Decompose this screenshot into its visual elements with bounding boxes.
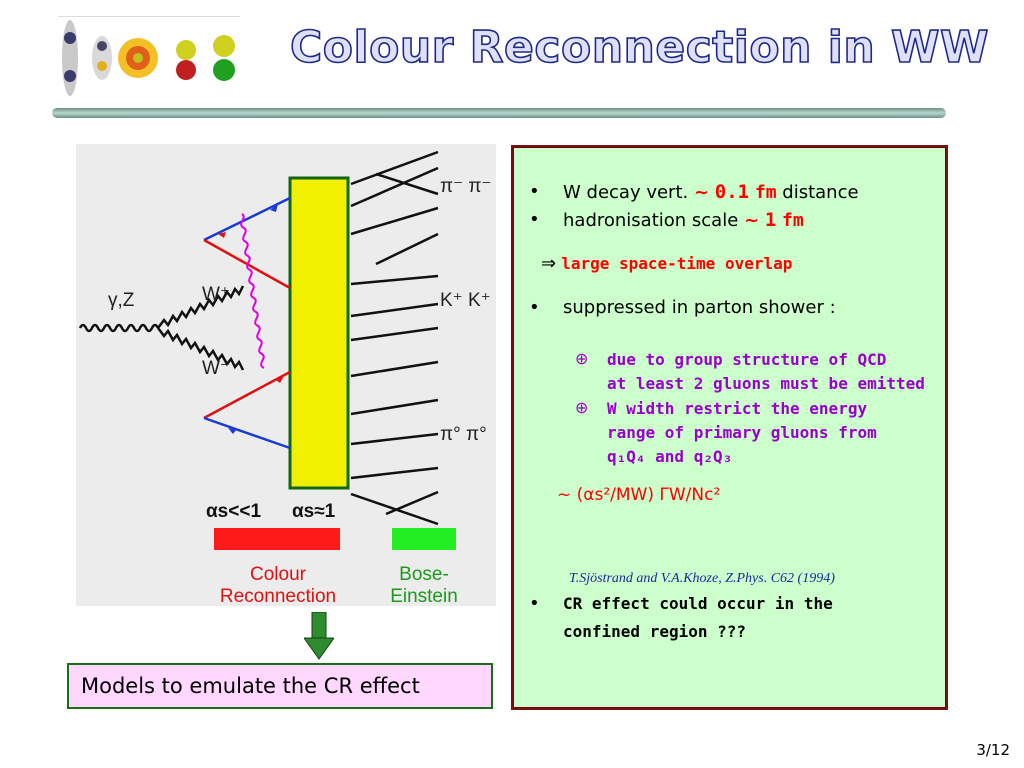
summary-panel: • W decay vert. ~ 0.1 fm distance • hadr… [511,145,948,710]
label-gamma-z: γ,Z [108,290,135,311]
legend-cr-swatch [214,528,340,550]
bullet-3: • [529,297,540,318]
bullet-1-text: W decay vert. ~ 0.1 fm distance [563,181,859,203]
label-pions-top: π⁻ π⁻ [440,176,492,197]
scaling-formula: ~ (αs²/MW) ΓW/Nc² [557,485,721,505]
sub-1-line-2: at least 2 gluons must be emitted [607,374,925,393]
label-alpha-one: αs≈1 [292,501,336,522]
overlap-line: ⇒ large space-time overlap [541,253,793,274]
bullet-2-text: hadronisation scale ~ 1 fm [563,209,804,231]
legend-be-swatch [392,528,456,550]
gluon-line [240,213,265,369]
bullet-4: • [529,593,540,614]
label-pions-bottom: π° π° [440,424,487,445]
sub-2-line-2: range of primary gluons from [607,423,877,442]
page-number: 3/12 [976,741,1010,759]
down-arrow-icon [303,611,335,660]
reference-citation: T.Sjöstrand and V.A.Khoze, Z.Phys. C62 (… [569,571,835,586]
bullet-4-line-2: confined region ??? [563,622,747,641]
legend-be-label-2: Einstein [390,586,458,606]
legend-cr-label-2: Reconnection [220,586,336,606]
bullet-1: • [529,181,540,202]
gamma-z-propagator [78,323,160,333]
models-text: Models to emulate the CR effect [81,674,420,698]
w-minus-propagator [157,327,245,371]
label-alpha-small: αs<<1 [206,501,261,522]
hadronisation-block [288,176,350,490]
page-title: Colour Reconnection in WW [289,21,990,74]
sub-bullet-2: ⊕ [575,398,589,417]
quark-line-blue-top [203,196,291,242]
bullet-4-line-1: CR effect could occur in the [563,594,833,613]
bullet-2: • [529,209,540,230]
sub-2-line-3: q₁Q₄ and q₂Q₃ [607,447,733,466]
legend-cr-label-1: Colour [250,564,307,585]
bullet-3-text: suppressed in parton shower : [563,297,836,318]
w-plus-propagator [157,285,245,329]
ww-cr-diagram: γ,Z W⁺ W⁻ π⁻ π⁻ K⁺ K⁺ π° π° αs<<1 αs≈1 C… [76,144,496,607]
sub-bullet-1: ⊕ [575,349,589,368]
label-w-plus: W⁺ [202,284,230,305]
quark-line-blue-bottom [203,416,291,450]
logo-jet-display-icon [62,20,78,96]
logo-event-display-icon [92,36,112,80]
sub-2-line-1: W width restrict the energy [607,399,868,418]
label-kaons: K⁺ K⁺ [440,290,491,311]
sub-1-line-1: due to group structure of QCD [607,350,887,369]
models-box: Models to emulate the CR effect [67,663,493,709]
label-w-minus: W⁻ [202,358,230,379]
logo-burst-icon [118,38,158,78]
quark-line-red-bottom [203,370,291,420]
header-logos [58,15,240,100]
legend-be-label-1: Bose- [399,564,449,585]
hadron-lines [350,150,439,526]
header-divider [52,108,946,118]
logo-ww-diagram-icon [176,35,235,81]
